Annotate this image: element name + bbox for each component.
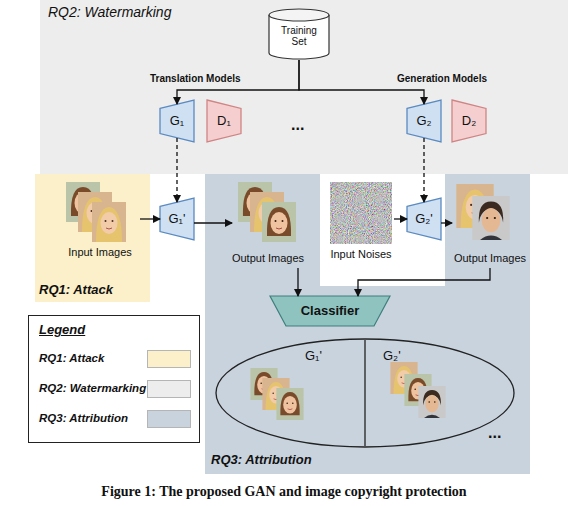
node-text: G₂	[407, 113, 441, 128]
node-text: G₁'	[305, 348, 322, 363]
node-text: Input Noises	[318, 248, 404, 260]
node-text: RQ1: Attack	[39, 282, 113, 297]
generator-block: G₁'	[160, 198, 194, 240]
legend-text: RQ3: Attribution	[39, 412, 128, 424]
node-text: G₁'	[156, 211, 198, 226]
flow-arrow	[140, 218, 160, 219]
image-group: Output Images	[452, 178, 528, 268]
attribution-ellipse-outline	[215, 338, 515, 448]
trapezoid	[407, 100, 441, 142]
dataset-cylinder: Training Set	[268, 8, 330, 60]
generator-block: G₂	[407, 100, 441, 142]
noise-group: Input Noises	[328, 178, 394, 268]
flow-arrow	[441, 222, 452, 223]
flow-arrow	[358, 268, 490, 296]
legend-swatch	[147, 350, 191, 368]
cylinder-body	[269, 15, 329, 59]
node-text: Input Images	[55, 246, 145, 258]
image-group: Input Images	[60, 178, 140, 262]
flow-arrow	[394, 218, 407, 219]
region-shape	[205, 174, 530, 474]
image-group: Output Images	[232, 178, 304, 268]
legend-swatch	[147, 380, 191, 398]
ellipsis-label: ...	[291, 116, 304, 134]
attribution-ellipse: G₁' G₂'	[215, 338, 515, 448]
classifier-block: Classifier	[270, 296, 390, 326]
generator-block: G₁	[160, 100, 194, 142]
dashed-arrow	[423, 138, 424, 202]
ellipse-outline	[216, 339, 514, 447]
node-text: G₁	[160, 113, 194, 128]
divider-line	[364, 340, 365, 446]
node-text: G₂'	[383, 348, 401, 363]
legend-swatch	[147, 410, 191, 428]
watermarking-region: RQ2: WatermarkingTraining SetG₁ D₁ G₂ D₂	[40, 0, 568, 174]
dashed-arrow	[176, 138, 177, 202]
generator-block: G₂'	[407, 198, 441, 240]
node-text: Output Images	[446, 252, 534, 264]
ellipsis-label: ...	[488, 424, 501, 442]
node-text: RQ2: Watermarking	[48, 4, 171, 20]
legend-text: RQ1: Attack	[39, 352, 104, 364]
node-text: Output Images	[224, 252, 312, 264]
trapezoid	[207, 100, 241, 142]
flow-arrow	[194, 222, 232, 223]
cylinder-top	[269, 9, 329, 21]
node-text: D₁	[207, 113, 241, 128]
attribution-region: RQ3: AttributionOutput ImagesOutput Imag…	[205, 174, 530, 474]
attack-region: RQ1: Attack Input Images	[35, 174, 150, 302]
node-text: RQ3: Attribution	[211, 452, 312, 467]
legend-text: RQ2: Watermarking	[39, 382, 146, 394]
discriminator-block: D₁	[207, 100, 241, 142]
node-text: Training Set	[277, 25, 321, 47]
group-label: Translation Models	[150, 73, 241, 84]
flow-arrow	[177, 60, 299, 104]
node-text: Classifier	[270, 303, 390, 318]
group-label: Generation Models	[397, 73, 487, 84]
trapezoid	[452, 100, 486, 142]
node-text: Legend	[39, 322, 85, 337]
discriminator-block: D₂	[452, 100, 486, 142]
figure-caption: Figure 1: The proposed GAN and image cop…	[0, 484, 568, 500]
trapezoid	[270, 296, 390, 326]
trapezoid	[160, 100, 194, 142]
node-text: D₂	[452, 113, 486, 128]
flow-arrow	[297, 268, 298, 296]
node-text: G₂'	[403, 211, 445, 226]
legend-box: LegendRQ1: AttackRQ2: WatermarkingRQ3: A…	[28, 315, 200, 443]
flow-arrow	[299, 60, 424, 104]
noise-image	[330, 182, 392, 244]
